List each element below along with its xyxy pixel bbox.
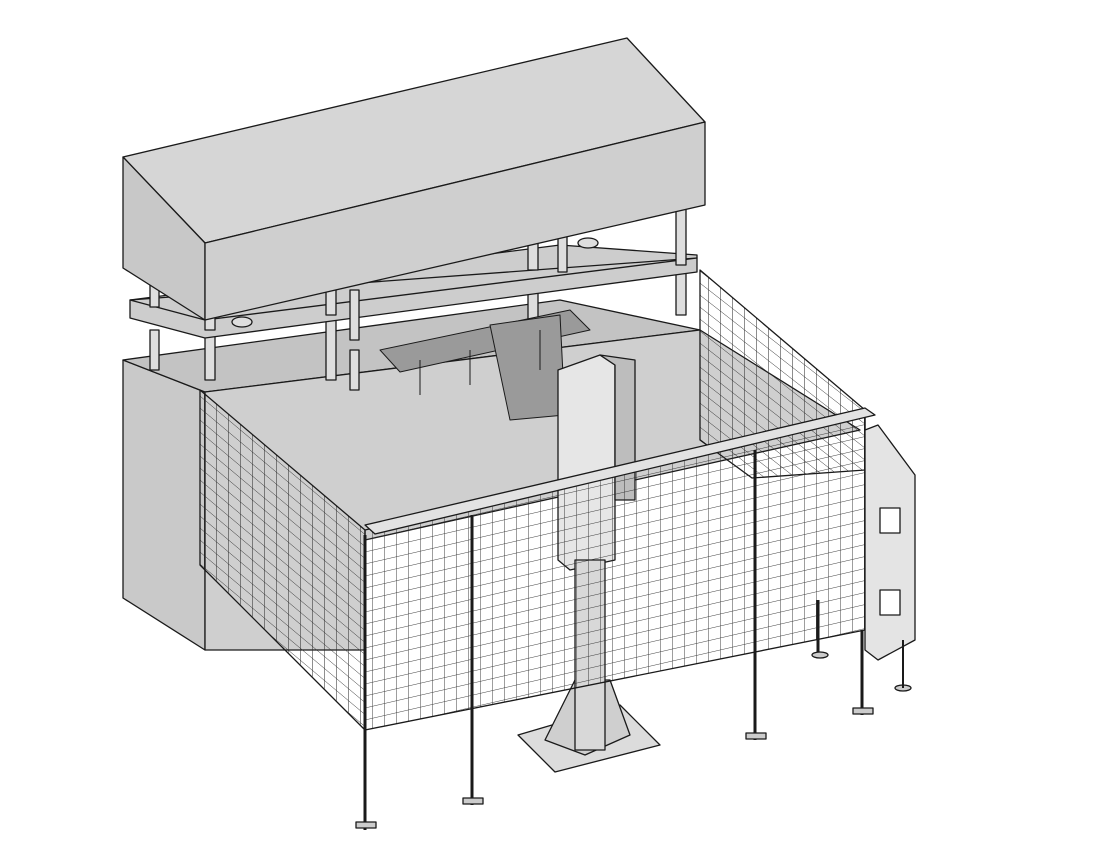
control-cabinet <box>864 424 916 688</box>
cabinet-window-lower <box>879 589 901 616</box>
cabinet-window-upper <box>879 507 901 534</box>
press-base-left-face <box>122 359 206 651</box>
robot-gripper-tooling <box>379 309 591 421</box>
fence-legs <box>363 450 864 830</box>
press-crown-side-face <box>204 121 706 321</box>
fence-top-rail-front <box>364 407 876 535</box>
